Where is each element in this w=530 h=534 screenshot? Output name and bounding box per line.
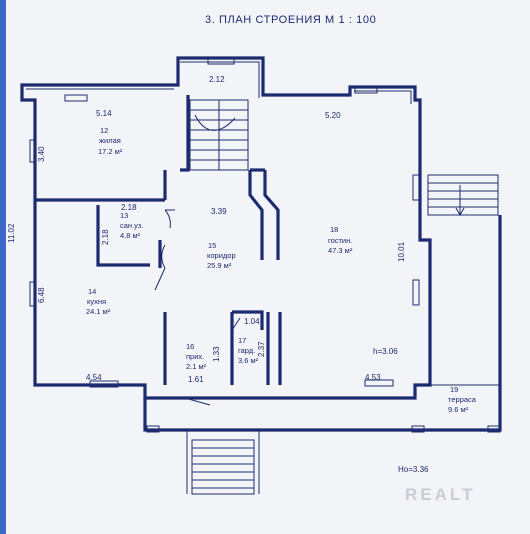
height-label: h=3.06 <box>373 347 398 356</box>
room-13-num: 13 <box>120 211 128 220</box>
base-height-label: Hо=3.36 <box>398 465 429 474</box>
dim-5-20: 5.20 <box>325 111 341 120</box>
dim-6-48: 6.48 <box>37 287 46 303</box>
dim-2-12: 2.12 <box>209 75 225 84</box>
dim-2-18-h: 2.18 <box>121 203 137 212</box>
room-15-area: 25.9 м² <box>207 261 232 270</box>
scan-edge <box>0 0 6 534</box>
room-13-area: 4.8 м² <box>120 231 141 240</box>
dim-2-18-v: 2.18 <box>101 229 110 245</box>
dim-4-54: 4.54 <box>86 373 102 382</box>
room-14-name: кухня <box>87 297 106 306</box>
plan-title: 3. ПЛАН СТРОЕНИЯ М 1 : 100 <box>205 14 376 26</box>
doors <box>154 209 241 406</box>
dim-11-02: 11.02 <box>7 223 16 243</box>
room-14-num: 14 <box>88 287 96 296</box>
dim-1-61: 1.61 <box>188 375 204 384</box>
room-12-num: 12 <box>100 126 108 135</box>
room-12-name: жилая <box>99 136 121 145</box>
terrace <box>143 174 502 495</box>
room-labels: 12 жилая 17.2 м² 13 сан.уз. 4.8 м² 15 ко… <box>86 126 477 414</box>
room-15-name: коридор <box>207 251 236 260</box>
dim-5-14: 5.14 <box>96 109 112 118</box>
dim-1-33: 1.33 <box>212 346 221 362</box>
room-16-name: прих. <box>186 352 204 361</box>
room-18-area: 47.3 м² <box>328 246 353 255</box>
room-19-name: терраса <box>448 395 477 404</box>
dimension-labels: 2.12 5.14 5.20 3.40 11.02 2.18 2.18 3.39… <box>7 75 429 474</box>
room-14-area: 24.1 м² <box>86 307 111 316</box>
room-17-num: 17 <box>238 336 246 345</box>
room-13-name: сан.уз. <box>120 221 143 230</box>
dim-1-04: 1.04 <box>244 317 260 326</box>
dim-2-37: 2.37 <box>257 341 266 357</box>
interior-stair <box>189 99 249 171</box>
room-15-num: 15 <box>208 241 216 250</box>
dim-10-01: 10.01 <box>397 241 406 262</box>
room-16-area: 2.1 м² <box>186 362 207 371</box>
room-19-area: 9.6 м² <box>448 405 469 414</box>
room-18-name: гостин. <box>328 236 352 245</box>
dim-3-40: 3.40 <box>37 146 46 162</box>
room-16-num: 16 <box>186 342 194 351</box>
room-17-area: 3.6 м² <box>238 356 259 365</box>
room-18-num: 18 <box>330 225 338 234</box>
outer-walls <box>20 56 432 400</box>
inner-walls <box>35 95 282 385</box>
room-19-num: 19 <box>450 385 458 394</box>
dim-3-39: 3.39 <box>211 207 227 216</box>
room-17-name: гард. <box>238 346 255 355</box>
watermark: REALT <box>405 485 475 504</box>
room-12-area: 17.2 м² <box>98 147 123 156</box>
dim-4-53: 4.53 <box>365 373 381 382</box>
